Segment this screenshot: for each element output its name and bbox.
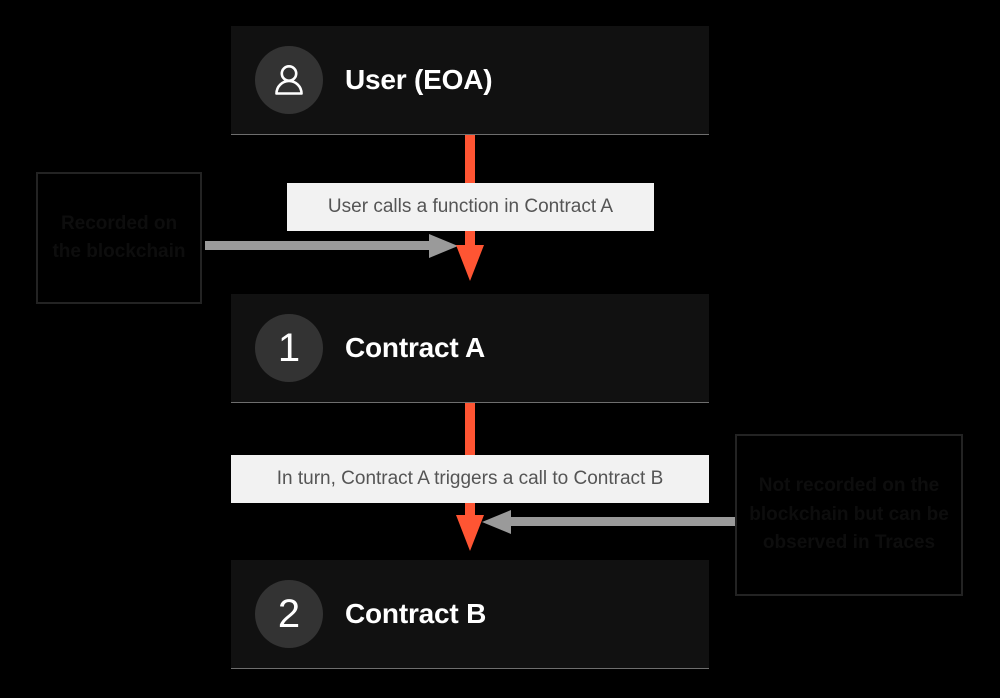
person-icon <box>269 60 309 100</box>
node-contract-a-label: Contract A <box>345 332 486 363</box>
node-contract-b-label: Contract B <box>345 598 487 629</box>
user-avatar-badge <box>255 46 323 114</box>
annotation-arrow-left <box>205 234 458 258</box>
badge-number-2: 2 <box>277 592 301 636</box>
badge-number-1: 1 <box>277 326 301 370</box>
edge-label-contract-a-triggers-contract-b: In turn, Contract A triggers a call to C… <box>231 455 709 503</box>
annotation-right-text: Not recorded on the blockchain but can b… <box>749 475 949 554</box>
edge-label-1-text: User calls a function in Contract A <box>327 196 614 217</box>
node-user-label: User (EOA) <box>345 64 493 95</box>
edge-label-user-calls-contract-a: User calls a function in Contract A <box>287 183 654 231</box>
annotation-not-recorded-traces: Not recorded on the blockchain but can b… <box>735 434 963 596</box>
contract-a-number-badge: 1 <box>255 314 323 382</box>
node-contract-b[interactable]: 2 Contract B <box>231 560 709 669</box>
annotation-left-text: Recorded on the blockchain <box>52 212 186 263</box>
contract-b-number-badge: 2 <box>255 580 323 648</box>
edge-label-2-text: In turn, Contract A triggers a call to C… <box>276 468 664 489</box>
node-contract-a[interactable]: 1 Contract A <box>231 294 709 403</box>
annotation-recorded-on-blockchain: Recorded on the blockchain <box>36 172 202 304</box>
node-user[interactable]: User (EOA) <box>231 26 709 135</box>
annotation-arrow-right <box>482 510 735 534</box>
